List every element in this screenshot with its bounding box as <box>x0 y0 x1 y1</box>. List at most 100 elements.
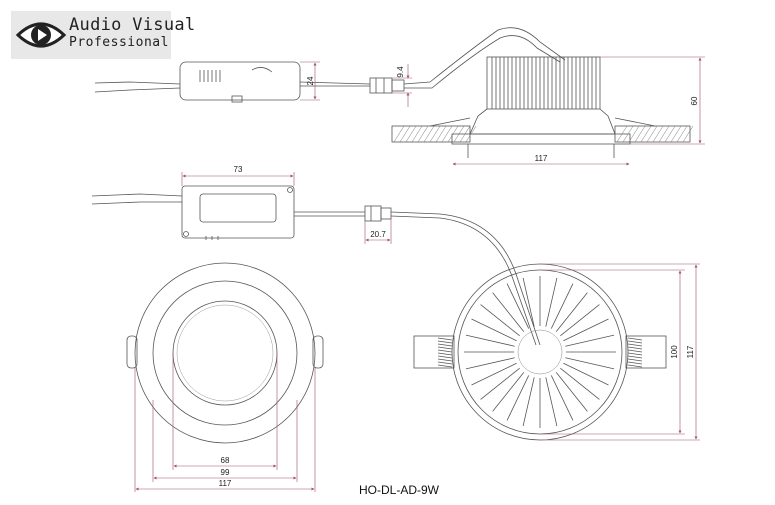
rear-rib <box>560 304 600 337</box>
rear-rib <box>565 357 615 370</box>
brand-logo: Audio Visual Professional <box>11 11 195 59</box>
spring-coil <box>437 358 453 362</box>
hatch-line <box>640 125 652 143</box>
front-dimensions <box>134 353 316 492</box>
rear-rib <box>565 334 615 347</box>
label-rear-inner: 100 <box>670 345 679 359</box>
label-lamp-width: 117 <box>535 154 548 163</box>
spring-coil <box>437 352 453 356</box>
rear-rib <box>471 362 517 386</box>
rear-rib <box>555 372 588 412</box>
spring-coil <box>627 340 643 344</box>
hatch-line <box>664 125 676 143</box>
spring-coil <box>627 349 643 353</box>
hatch-line <box>417 125 429 143</box>
spring-coil <box>627 355 643 359</box>
hatch-line <box>682 125 694 143</box>
hatch-line <box>423 125 435 143</box>
rear-rib <box>506 375 530 421</box>
rear-rib <box>545 277 558 327</box>
connector-top-view <box>369 27 566 94</box>
eye-icon <box>15 22 67 48</box>
spring-coil <box>627 358 643 362</box>
rear-rib <box>545 377 558 427</box>
logo-title: Audio Visual <box>69 15 196 35</box>
hatch-line <box>652 125 664 143</box>
spring-coil <box>437 355 453 359</box>
spring-coil <box>437 346 453 350</box>
driver-width-dimension <box>181 172 295 186</box>
driver-side-view <box>91 185 541 346</box>
hatch-line <box>429 125 441 143</box>
rear-rib <box>555 292 588 332</box>
lamp-front-view <box>126 262 324 444</box>
rear-rib <box>550 283 574 329</box>
label-front-outer: 117 <box>219 479 232 488</box>
spring-coil <box>627 343 643 347</box>
hatch-line <box>658 125 670 143</box>
rear-rib <box>492 292 525 332</box>
label-lamp-height: 60 <box>690 96 699 105</box>
label-front-inner: 68 <box>221 456 230 465</box>
hatch-line <box>676 125 688 143</box>
rear-rib <box>465 334 515 347</box>
connector-length-dimension <box>364 219 392 244</box>
lamp-rear-view <box>413 263 667 441</box>
spring-coil <box>437 337 453 341</box>
hatch-line <box>634 125 646 143</box>
connector-height-dimension <box>392 64 412 107</box>
lamp-height-dimension <box>600 56 705 145</box>
hatch-line <box>393 125 405 143</box>
spring-coil <box>627 337 643 341</box>
rear-rib <box>471 318 517 342</box>
label-connector-length: 20.7 <box>370 230 386 239</box>
driver-height-dimension <box>300 61 320 101</box>
spring-coil <box>627 346 643 350</box>
rear-rib <box>480 304 520 337</box>
hatch-line <box>441 125 453 143</box>
label-rear-outer: 117 <box>686 345 695 358</box>
hatch-line <box>670 125 682 143</box>
rear-rib <box>522 277 535 327</box>
rear-rib <box>560 367 600 400</box>
lamp-side-view <box>391 56 691 158</box>
spring-coil <box>437 340 453 344</box>
hatch-line <box>465 125 477 143</box>
rear-rib <box>492 372 525 412</box>
logo-subtitle: Professional <box>69 35 169 50</box>
hatch-line <box>447 125 459 143</box>
spring-coil <box>437 349 453 353</box>
hatch-line <box>405 125 417 143</box>
spring-coil <box>627 364 643 368</box>
hatch-line <box>628 125 640 143</box>
rear-rib <box>480 367 520 400</box>
label-driver-width: 73 <box>234 165 243 174</box>
hatch-line <box>399 125 411 143</box>
spring-coil <box>437 364 453 368</box>
rear-dimensions <box>540 263 700 441</box>
rear-rib <box>522 377 535 427</box>
rear-rib <box>563 362 609 386</box>
hatch-line <box>411 125 423 143</box>
rear-rib <box>563 318 609 342</box>
spring-coil <box>437 343 453 347</box>
model-number: HO-DL-AD-9W <box>359 483 440 497</box>
spring-coil <box>627 361 643 365</box>
label-front-middle: 99 <box>221 468 230 477</box>
hatch-line <box>646 125 658 143</box>
hatch-line <box>616 125 628 143</box>
rear-rib <box>506 283 530 329</box>
label-driver-height: 24 <box>306 76 315 85</box>
spring-coil <box>437 361 453 365</box>
spring-coil <box>627 352 643 356</box>
hatch-line <box>459 125 471 143</box>
rear-rib <box>550 375 574 421</box>
hatch-line <box>622 125 634 143</box>
hatch-line <box>435 125 447 143</box>
hatch-line <box>453 125 465 143</box>
label-connector-height: 9.4 <box>396 66 405 78</box>
rear-rib <box>465 357 515 370</box>
lamp-ceiling-hatch <box>393 125 694 143</box>
driver-top-view <box>94 61 371 103</box>
